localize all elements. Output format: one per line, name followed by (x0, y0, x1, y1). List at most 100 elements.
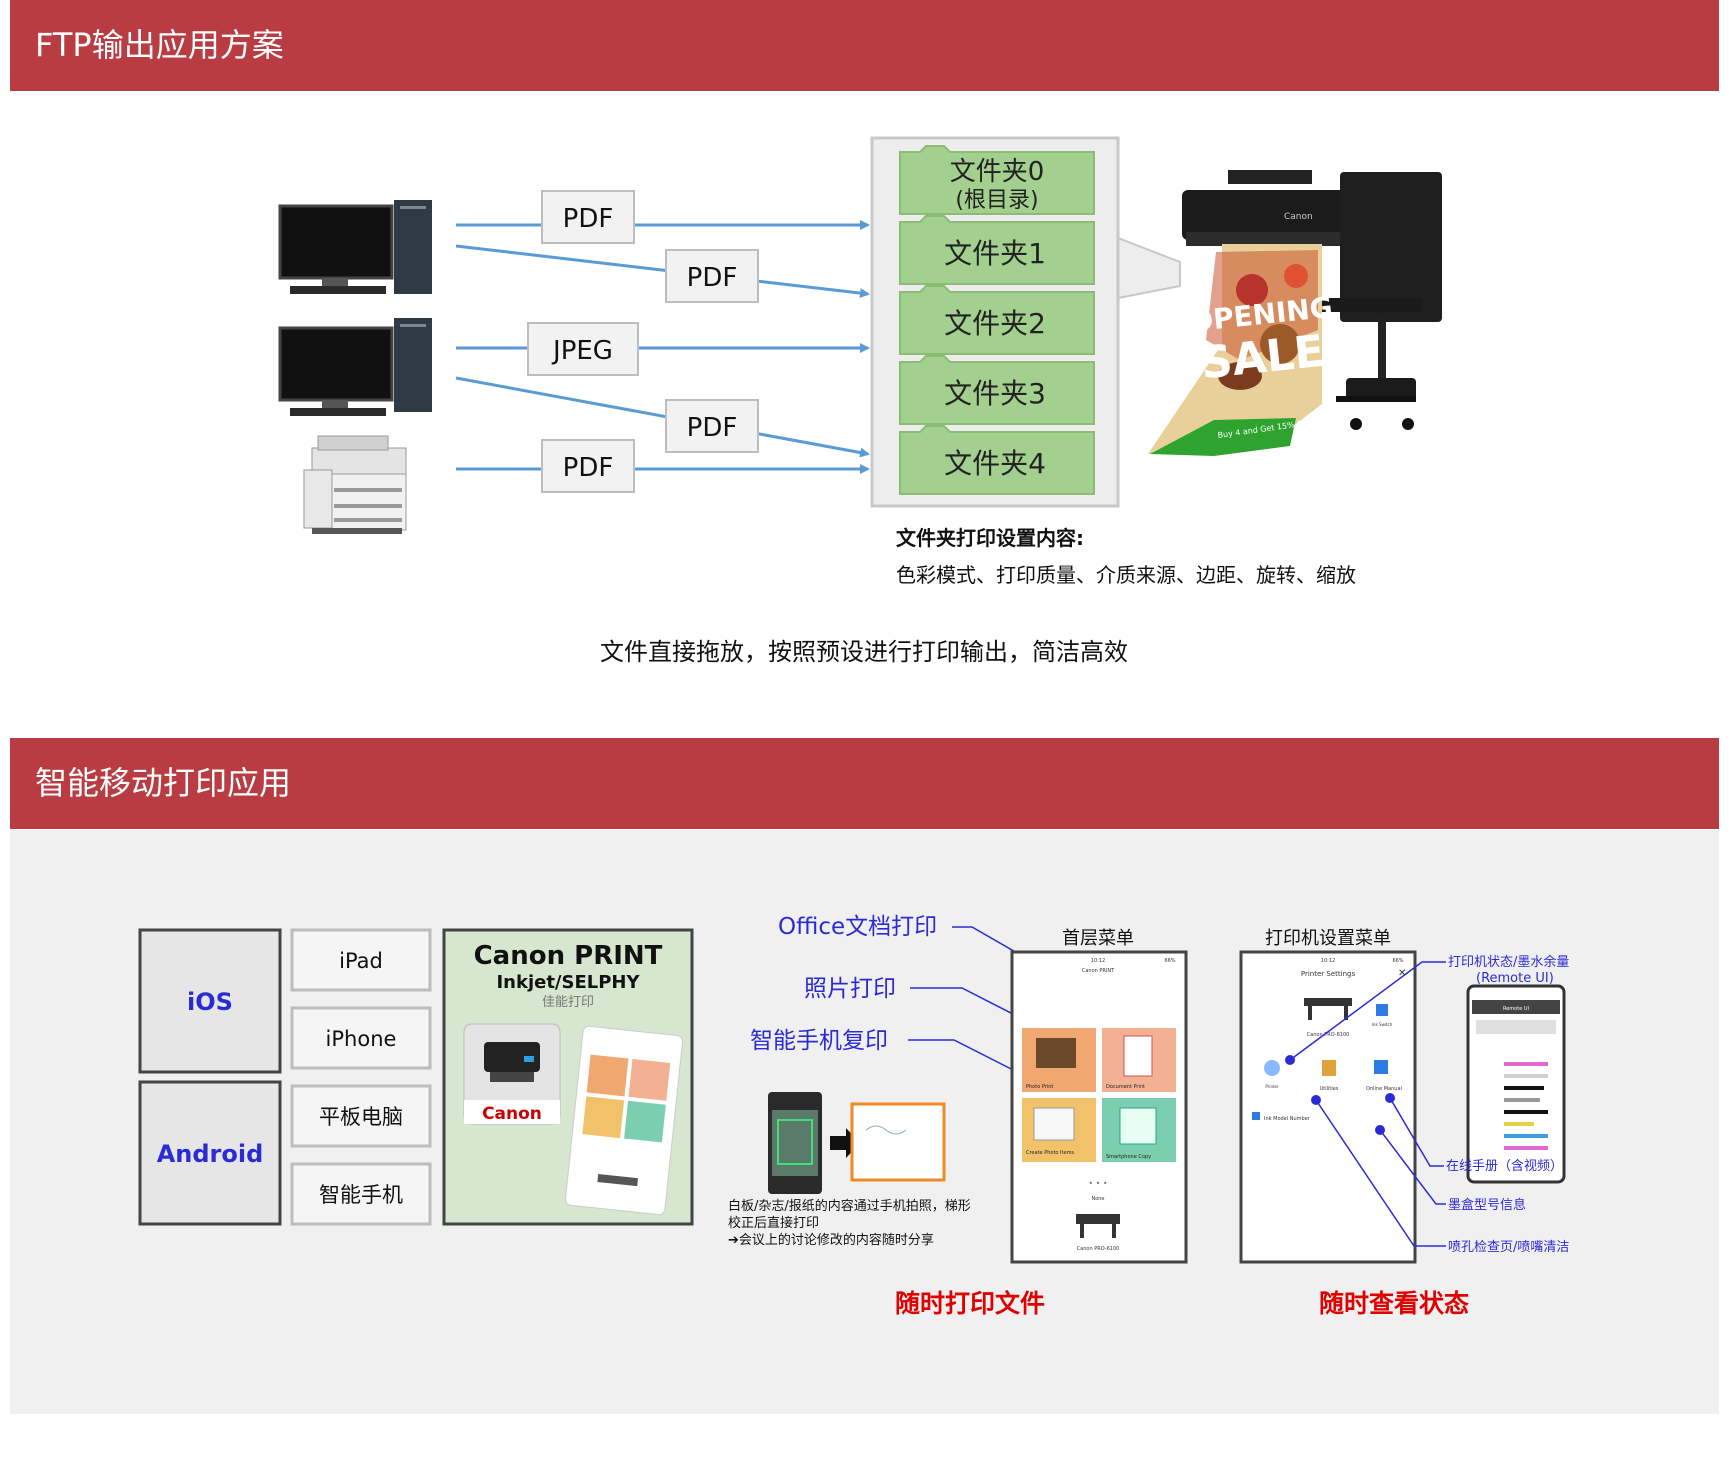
settings-connectors (1289, 961, 1446, 1247)
tile-label: Create Photo Items (1026, 1150, 1074, 1156)
settings-item-label: Printer (1265, 1084, 1279, 1089)
file-type-text: PDF (687, 413, 738, 443)
tile-label: Smartphone Copy (1106, 1154, 1151, 1160)
whiteboard-demo: 白板/杂志/报纸的内容通过手机拍照，梯形 校正后直接打印 ➔会议上的讨论修改的内… (728, 1092, 971, 1248)
folder-name: 文件夹4 (944, 447, 1046, 480)
section-title: FTP输出应用方案 (35, 26, 284, 64)
whiteboard-desc: 校正后直接打印 (728, 1215, 819, 1231)
callout-nozzle-check: 喷孔检查页/喷嘴清洁 (1448, 1240, 1569, 1255)
remote-ui-header: Remote UI (1503, 1006, 1529, 1012)
folder-name: 文件夹1 (944, 237, 1046, 270)
ink-switch-icon[interactable] (1376, 1004, 1388, 1016)
status-battery: 66% (1392, 958, 1403, 964)
printer-thumbnail-icon (1304, 998, 1352, 1006)
computer-icon (278, 200, 432, 294)
remote-ui-phone: Remote UI (1466, 984, 1566, 1184)
printer-app-icon (484, 1042, 540, 1072)
section-banner-mobile: 智能移动打印应用 (10, 738, 1719, 829)
app-subtitle: Inkjet/SELPHY (496, 972, 640, 993)
app-subtitle-cn: 佳能打印 (542, 995, 594, 1010)
platform-ios: iOS (138, 928, 282, 1074)
phone-printer-name: Canon PRO-6100 (1077, 1246, 1120, 1252)
page-dots: • • • (1088, 1179, 1107, 1188)
callout-remote-ui: 打印机状态/墨水余量 (1448, 954, 1569, 970)
phone-app-title: Canon PRINT (1082, 968, 1115, 974)
phone-printer-name: Canon PRO-6100 (1307, 1032, 1350, 1038)
ftp-diagram: PDF PDF JPEG PDF PDF 文件夹0 (根目录) 文件夹1 文件夹… (278, 136, 1442, 666)
settings-connector-dots (1285, 1055, 1395, 1135)
file-label-pdf-1: PDF (541, 190, 635, 244)
file-type-text: PDF (687, 263, 738, 293)
folder-name: 文件夹3 (944, 377, 1046, 410)
printer-thumbnail-icon (1076, 1214, 1120, 1224)
app-phone-screenshot (564, 1025, 684, 1216)
callout-online-manual: 在线手册（含视频） (1446, 1158, 1563, 1174)
device-label: 智能手机 (319, 1183, 403, 1207)
file-label-jpeg: JPEG (527, 322, 639, 376)
app-title: Canon PRINT (474, 941, 663, 971)
sale-poster-image: OPENING SALE Buy 4 and Get 15% Discount (1148, 244, 1334, 456)
settings-title: 文件夹打印设置内容: (896, 526, 1084, 550)
close-icon[interactable]: ✕ (1398, 968, 1406, 979)
file-label-pdf-4: PDF (541, 439, 635, 493)
online-manual-icon[interactable] (1374, 1060, 1388, 1074)
ink-level-bars (1504, 1062, 1548, 1150)
file-type-text: PDF (563, 453, 614, 483)
utilities-icon[interactable] (1322, 1060, 1336, 1076)
printer-brand-text: Canon (1284, 212, 1313, 222)
settings-item-label: Online Manual (1366, 1086, 1402, 1092)
device-label: iPhone (326, 1027, 397, 1051)
folder-name: 文件夹2 (944, 307, 1046, 340)
settings-menu-title: 打印机设置菜单 (1265, 928, 1391, 949)
computer-icon (278, 318, 432, 416)
settings-item-label: Utilities (1320, 1086, 1339, 1092)
arrow-line (455, 244, 870, 299)
whiteboard-desc: 白板/杂志/报纸的内容通过手机拍照，梯形 (728, 1198, 971, 1214)
mobile-diagram: iOS Android iPad iPhone 平板电脑 智能手机 Canon … (138, 914, 1569, 1318)
folder-2: 文件夹2 (899, 285, 1095, 355)
canon-logo: Canon (482, 1104, 542, 1124)
large-format-printer-icon: Canon (1182, 170, 1442, 430)
folder-3: 文件夹3 (899, 355, 1095, 425)
device-iphone: iPhone (290, 1006, 432, 1070)
home-menu-title: 首层菜单 (1062, 928, 1134, 949)
device-tablet: 平板电脑 (290, 1084, 432, 1148)
file-label-pdf-3: PDF (665, 399, 759, 453)
printer-status-icon[interactable] (1264, 1060, 1280, 1076)
device-smartphone: 智能手机 (290, 1162, 432, 1226)
status-time: 10:12 (1321, 958, 1335, 964)
tile-label: Document Print (1106, 1084, 1145, 1090)
caption-check-status: 随时查看状态 (1319, 1289, 1469, 1318)
platform-label: Android (157, 1140, 264, 1168)
folder-4: 文件夹4 (899, 425, 1095, 495)
device-label: iPad (339, 949, 383, 973)
canon-print-app-panel: Canon PRINT Inkjet/SELPHY 佳能打印 Canon (442, 928, 694, 1226)
ink-model-icon (1252, 1112, 1260, 1120)
folder-1: 文件夹1 (899, 215, 1095, 285)
section-banner-ftp: FTP输出应用方案 (10, 0, 1719, 91)
feature-office-print: Office文档打印 (778, 914, 937, 940)
whiteboard-desc: ➔会议上的讨论修改的内容随时分享 (728, 1232, 934, 1248)
status-time: 10:12 (1091, 958, 1105, 964)
settings-menu-phone: 10:12 66% Printer Settings ✕ Canon PRO-6… (1239, 950, 1417, 1264)
ftp-caption: 文件直接拖放，按照预设进行打印输出，简洁高效 (600, 638, 1128, 666)
file-type-text: PDF (563, 204, 614, 234)
settings-item-label: Ink Model Number (1264, 1116, 1311, 1122)
callout-remote-ui-sub: (Remote UI) (1476, 971, 1554, 986)
device-label: 平板电脑 (319, 1105, 403, 1129)
folder-name: 文件夹0 (950, 157, 1045, 187)
file-type-text: JPEG (551, 336, 613, 366)
device-ipad: iPad (290, 928, 432, 992)
feature-photo-print: 照片打印 (804, 976, 896, 1002)
phone-more-text: None (1091, 1196, 1104, 1202)
callout-pointer (1117, 236, 1181, 300)
transfer-arrows (455, 220, 870, 474)
callout-ink-model: 墨盒型号信息 (1448, 1197, 1526, 1213)
arrow-line (455, 376, 870, 458)
multifunction-printer-icon (303, 435, 407, 534)
file-label-pdf-2: PDF (665, 249, 759, 303)
platform-android: Android (138, 1080, 282, 1226)
feature-smartphone-copy: 智能手机复印 (750, 1028, 888, 1054)
home-menu-phone: 10:12 66% Canon PRINT Photo Print Docume… (1010, 950, 1188, 1264)
section-title: 智能移动打印应用 (35, 764, 292, 802)
